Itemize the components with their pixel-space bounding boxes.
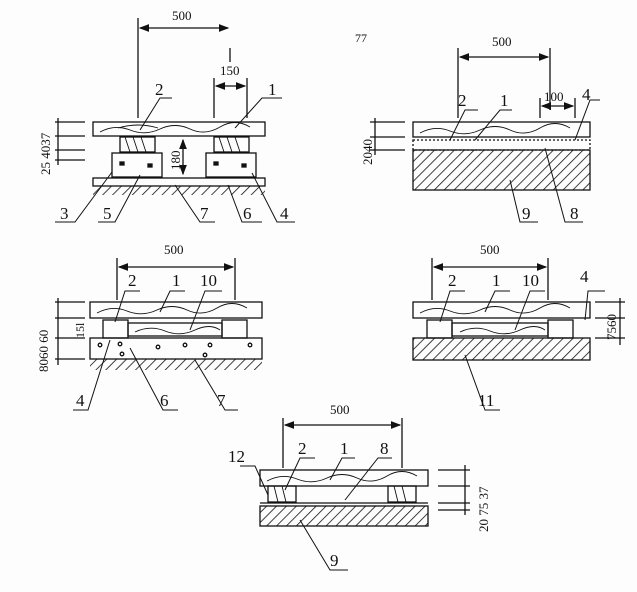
floor-board xyxy=(412,121,591,138)
label-2: 2 xyxy=(298,439,307,458)
figure-d-double-board-on-slab: 500 7560 2 1 10 4 11 xyxy=(412,242,625,411)
label-11: 11 xyxy=(478,391,494,410)
figure-a-sleeper-on-ground: 500 150 180 25 4037 2 1 3 5 7 6 4 xyxy=(38,8,295,223)
label-1: 1 xyxy=(268,80,277,99)
label-12: 12 xyxy=(228,447,245,466)
label-2: 2 xyxy=(458,91,467,110)
sub-board xyxy=(451,322,549,337)
label-8: 8 xyxy=(380,439,389,458)
concrete-slab xyxy=(259,505,429,527)
dim-left: 8060 60 xyxy=(36,330,51,372)
label-10: 10 xyxy=(200,271,217,290)
concrete-slab xyxy=(412,149,591,191)
dim-spacing: 500 xyxy=(480,242,500,257)
dim-spacing: 500 xyxy=(492,34,512,49)
base-layer xyxy=(92,177,266,187)
label-8: 8 xyxy=(570,204,579,223)
label-4: 4 xyxy=(280,204,289,223)
figure-c-double-board-on-ground: 500 8060 60 15l 2 1 10 4 6 7 xyxy=(36,242,263,411)
label-6: 6 xyxy=(243,204,252,223)
label-1: 1 xyxy=(492,271,501,290)
label-6: 6 xyxy=(160,391,169,410)
sub-board xyxy=(127,322,223,337)
label-1: 1 xyxy=(340,439,349,458)
dim-inner: 15l xyxy=(73,322,87,338)
label-5: 5 xyxy=(103,204,112,223)
label-1: 1 xyxy=(500,91,509,110)
figure-e-board-on-blocks: 500 20 75 37 2 1 8 12 9 xyxy=(228,402,491,571)
ground xyxy=(90,359,262,370)
label-4: 4 xyxy=(582,85,591,104)
label-7: 7 xyxy=(200,204,209,223)
label-2: 2 xyxy=(155,80,164,99)
page-number: 77 xyxy=(355,31,367,45)
dim-right: 20 75 37 xyxy=(476,486,491,532)
sleeper xyxy=(205,152,257,178)
label-9: 9 xyxy=(330,551,339,570)
label-9: 9 xyxy=(522,204,531,223)
leveling-layer xyxy=(412,139,591,151)
label-3: 3 xyxy=(60,204,69,223)
dim-height: 180 xyxy=(168,151,183,171)
dim-left: 2040 xyxy=(360,139,375,165)
dim-spacing: 500 xyxy=(172,8,192,23)
label-1: 1 xyxy=(172,271,181,290)
label-2: 2 xyxy=(448,271,457,290)
label-7: 7 xyxy=(217,391,226,410)
concrete-slab xyxy=(412,337,591,361)
joist xyxy=(119,136,156,153)
floor-board xyxy=(89,301,263,319)
label-4: 4 xyxy=(76,391,85,410)
dim-joist: 150 xyxy=(220,63,240,78)
joist xyxy=(213,136,250,153)
floor-board xyxy=(412,301,591,319)
label-10: 10 xyxy=(522,271,539,290)
figure-b-board-on-slab: 500 100 2040 2 1 4 9 8 xyxy=(360,34,600,223)
dim-spacing: 500 xyxy=(330,402,350,417)
sleeper xyxy=(111,152,163,178)
floor-board xyxy=(92,121,266,137)
dim-left: 25 4037 xyxy=(38,132,53,175)
floor-board xyxy=(259,469,429,487)
dim-joist: 100 xyxy=(544,89,564,104)
concrete-base xyxy=(89,337,263,360)
label-2: 2 xyxy=(128,271,137,290)
dim-spacing: 500 xyxy=(164,242,184,257)
dim-right: 7560 xyxy=(604,314,619,340)
label-4: 4 xyxy=(580,267,589,286)
